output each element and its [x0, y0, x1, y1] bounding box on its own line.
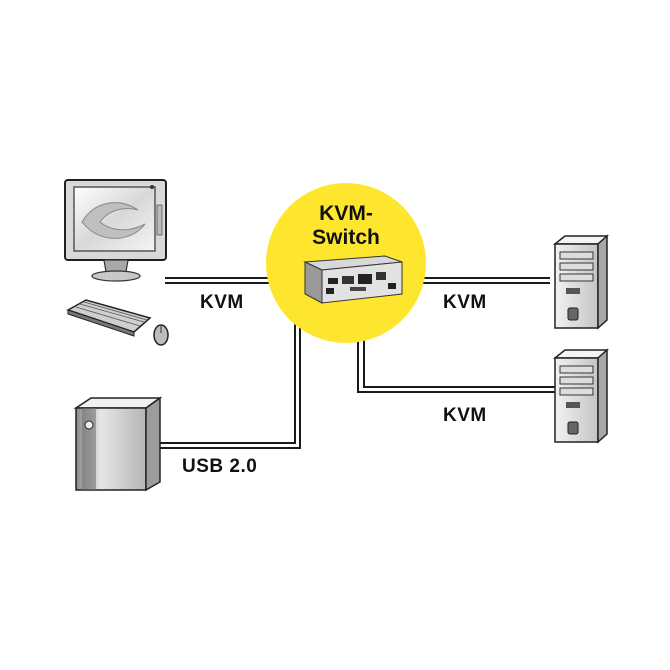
hub-title-line1: KVM- — [319, 202, 373, 225]
cable-usb — [160, 320, 301, 449]
hub-title-line2: Switch — [312, 226, 380, 249]
label-kvm-server-2: KVM — [443, 405, 487, 426]
tower-server-icon — [552, 348, 609, 444]
tower-server-icon — [552, 234, 609, 330]
kvm-switch-icon — [303, 255, 403, 304]
monitor-icon — [64, 179, 167, 282]
cable-server-2 — [357, 330, 555, 393]
external-drive-icon — [73, 396, 163, 492]
label-usb: USB 2.0 — [182, 456, 258, 477]
mouse-icon — [153, 324, 169, 346]
keyboard-icon — [66, 299, 152, 337]
label-kvm-server-1: KVM — [443, 292, 487, 313]
cable-server-1 — [420, 277, 550, 284]
label-kvm-pc: KVM — [200, 292, 244, 313]
